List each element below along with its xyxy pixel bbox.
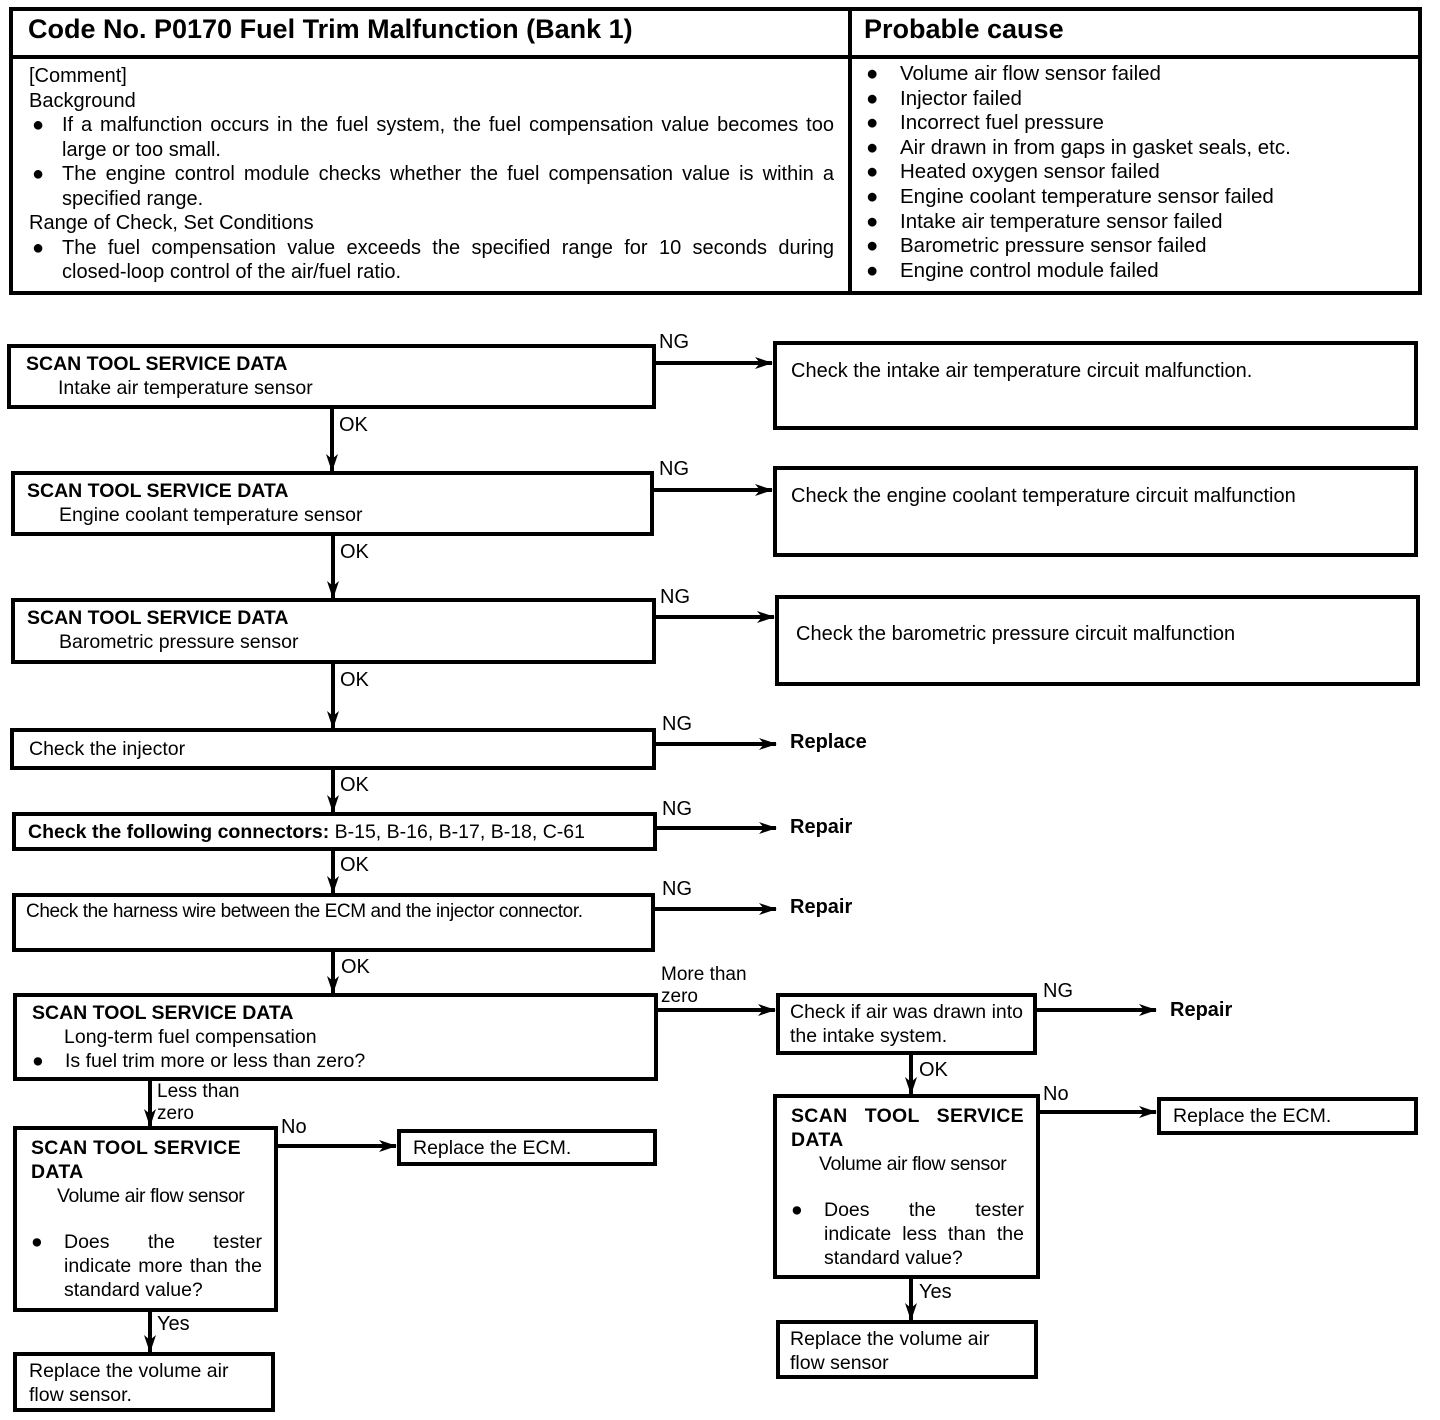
comment-section: [Comment] Background ●If a malfunction o… — [29, 64, 834, 285]
yes-label: Yes — [919, 1281, 952, 1303]
result-replace: Replace — [790, 731, 867, 753]
ng-label: NG — [662, 878, 692, 900]
ng-label: NG — [1043, 980, 1073, 1002]
step-intake-air-temp: SCAN TOOL SERVICE DATA Intake air temper… — [7, 344, 656, 409]
ng-label: NG — [662, 798, 692, 820]
step-check-injector: Check the injector — [10, 728, 656, 770]
result-intake-air-temp: Check the intake air temperature circuit… — [773, 341, 1418, 430]
result-barometric: Check the barometric pressure circuit ma… — [775, 595, 1420, 686]
no-label: No — [281, 1116, 307, 1138]
right-replace-vaf-sensor: Replace the volume air flow sensor — [776, 1320, 1038, 1379]
header-table — [9, 7, 1422, 295]
ok-label: OK — [341, 956, 370, 978]
result-repair-harness: Repair — [790, 896, 853, 918]
bullet-icon: ● — [32, 163, 45, 185]
range-item: ●The fuel compensation value exceeds the… — [32, 236, 834, 284]
left-volume-air-flow-check: SCAN TOOL SERVICE DATA Volume air flow s… — [13, 1126, 278, 1312]
right-volume-air-flow-check: SCAN TOOL SERVICE DATA Volume air flow s… — [773, 1094, 1040, 1279]
ng-label: NG — [662, 713, 692, 735]
more-than-zero-label: More than zero — [661, 964, 747, 1007]
cause-item: ●Volume air flow sensor failed — [866, 62, 1161, 85]
bullet-icon: ● — [866, 160, 879, 184]
cause-item: ●Incorrect fuel pressure — [866, 111, 1104, 135]
probable-cause-list: ●Volume air flow sensor failed ●Injector… — [866, 62, 1406, 283]
bullet-icon: ● — [866, 234, 879, 258]
step-check-connectors: Check the following connectors: B-15, B-… — [12, 812, 657, 851]
ok-label: OK — [340, 854, 369, 876]
bullet-icon: ● — [32, 236, 45, 259]
ok-label: OK — [340, 541, 369, 563]
range-label: Range of Check, Set Conditions — [29, 212, 314, 234]
result-repair-air: Repair — [1170, 999, 1233, 1021]
ok-label: OK — [919, 1059, 948, 1081]
less-than-zero-label: Less than zero — [157, 1081, 240, 1124]
background-item: ●The engine control module checks whethe… — [32, 163, 834, 210]
yes-label: Yes — [157, 1313, 190, 1335]
left-replace-ecm: Replace the ECM. — [397, 1129, 657, 1166]
cause-item: ●Intake air temperature sensor failed — [866, 209, 1223, 233]
background-item: ●If a malfunction occurs in the fuel sys… — [32, 114, 834, 161]
cause-item: ●Heated oxygen sensor failed — [866, 160, 1160, 184]
result-repair-connectors: Repair — [790, 816, 853, 838]
step-coolant-temp: SCAN TOOL SERVICE DATA Engine coolant te… — [11, 471, 654, 536]
step-long-term-fuel: SCAN TOOL SERVICE DATA Long-term fuel co… — [13, 993, 658, 1081]
ng-label: NG — [659, 331, 689, 353]
cause-item: ●Barometric pressure sensor failed — [866, 234, 1207, 258]
right-replace-ecm: Replace the ECM. — [1157, 1097, 1418, 1135]
cause-item: ●Air drawn in from gaps in gasket seals,… — [866, 135, 1291, 159]
step-barometric: SCAN TOOL SERVICE DATA Barometric pressu… — [11, 598, 656, 664]
cause-item: ●Injector failed — [866, 86, 1022, 110]
header-divider-vertical — [848, 7, 852, 295]
bullet-icon: ● — [31, 1231, 43, 1253]
ok-label: OK — [339, 414, 368, 436]
bullet-icon: ● — [866, 209, 879, 233]
left-replace-vaf-sensor: Replace the volume air flow sensor. — [13, 1352, 275, 1412]
check-air-drawn: Check if air was drawn into the intake s… — [776, 993, 1037, 1055]
cause-item: ●Engine control module failed — [866, 258, 1159, 282]
ng-label: NG — [659, 458, 689, 480]
bullet-icon: ● — [866, 62, 879, 85]
bullet-icon: ● — [866, 135, 879, 159]
ok-label: OK — [340, 774, 369, 796]
comment-tag: [Comment] — [29, 65, 127, 87]
ng-label: NG — [660, 586, 690, 608]
bullet-icon: ● — [32, 1050, 44, 1072]
probable-cause-title: Probable cause — [864, 14, 1064, 44]
step-check-harness: Check the harness wire between the ECM a… — [12, 893, 655, 952]
bullet-icon: ● — [866, 258, 879, 282]
header-divider-horizontal — [9, 55, 1422, 59]
bullet-icon: ● — [32, 114, 45, 136]
code-title: Code No. P0170 Fuel Trim Malfunction (Ba… — [28, 14, 633, 44]
ok-label: OK — [340, 669, 369, 691]
bullet-icon: ● — [791, 1199, 803, 1221]
bullet-icon: ● — [866, 111, 879, 135]
background-label: Background — [29, 89, 136, 112]
bullet-icon: ● — [866, 184, 879, 208]
cause-item: ●Engine coolant temperature sensor faile… — [866, 184, 1274, 208]
no-label: No — [1043, 1083, 1069, 1105]
bullet-icon: ● — [866, 86, 879, 110]
result-coolant-temp: Check the engine coolant temperature cir… — [773, 466, 1418, 557]
